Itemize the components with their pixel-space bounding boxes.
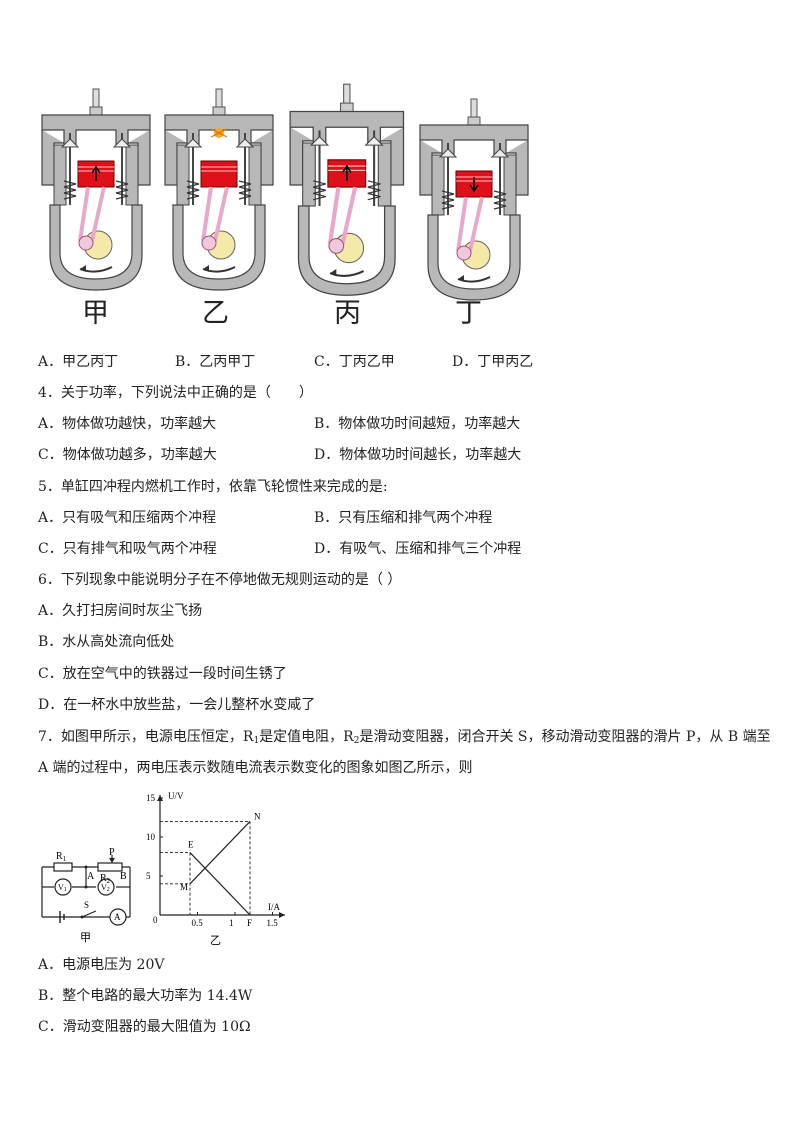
q5-option-c[interactable]: C．只有排气和吸气两个冲程 (38, 541, 217, 557)
engine-bing (290, 84, 403, 295)
q7-stem-line2: A 端的过程中，两电压表示数随电流表示数变化的图象如图乙所示，则 (38, 760, 473, 776)
engine-label-bing: 丙 (334, 298, 361, 329)
engine-label-ding: 丁 (455, 298, 482, 329)
q4-option-c[interactable]: C．物体做功越多，功率越大 (38, 447, 217, 463)
q6-option-c[interactable]: C．放在空气中的铁器过一段时间生锈了 (38, 666, 287, 682)
q4-option-d[interactable]: D．物体做功时间越长，功率越大 (314, 447, 522, 463)
ammeter-label: A (114, 912, 121, 922)
q4-option-b[interactable]: B．物体做功时间越短，功率越大 (314, 416, 521, 432)
q6-stem: 6．下列现象中能说明分子在不停地做无规则运动的是（ ） (38, 572, 402, 588)
r2-rheostat (97, 862, 123, 872)
q7-option-c[interactable]: C．滑动变阻器的最大阻值为 10Ω (38, 1019, 251, 1035)
q3-option-b[interactable]: B．乙丙甲丁 (175, 354, 256, 370)
slider-p-icon (109, 858, 115, 863)
q7-option-b[interactable]: B．整个电路的最大功率为 14.4W (38, 988, 253, 1004)
voltmeter-v1-icon (54, 878, 72, 896)
point-label-f: F (247, 918, 252, 928)
x-tick-label: 0.5 (192, 918, 204, 928)
q4-stem: 4．关于功率，下列说法中正确的是（ ） (38, 385, 313, 401)
point-label-e: E (188, 840, 194, 850)
x-tick-label: 1 (229, 918, 234, 928)
q5-stem: 5．单缸四冲程内燃机工作时，依靠飞轮惯性来完成的是: (38, 479, 388, 495)
y-tick-label: 5 (146, 871, 151, 881)
y-axis-label: U/V (168, 791, 184, 801)
x-tick-label: 1.5 (267, 918, 279, 928)
q7-option-a[interactable]: A．电源电压为 20V (38, 957, 165, 973)
engine-figure (40, 80, 530, 302)
q5-option-d[interactable]: D．有吸气、压缩和排气三个冲程 (314, 541, 522, 557)
axis-arrows-icon (157, 795, 285, 918)
q5-option-a[interactable]: A．只有吸气和压缩两个冲程 (38, 510, 217, 526)
spark-icon (210, 128, 228, 138)
q7-stem-line1: 7．如图甲所示，电源电压恒定，R1是定值电阻，R2是滑动变阻器，闭合开关 S，移… (38, 729, 771, 746)
piston-down-arrow-icon (469, 177, 479, 193)
p-label: P (109, 847, 115, 858)
v2-label: V2 (101, 883, 110, 893)
engine-yi (163, 87, 275, 292)
piston-up-arrow-icon (341, 164, 352, 181)
battery-icon (59, 911, 65, 923)
q6-option-b[interactable]: B．水从高处流向低处 (38, 634, 175, 650)
y-tick-label: 15 (146, 793, 156, 803)
graph-caption: 乙 (210, 934, 221, 947)
switch-s-icon (80, 910, 97, 919)
ui-graph: 15 10 5 0.5 1 1.5 E M N F U/V I/A 0 乙 (146, 791, 285, 947)
r1-label: R1 (56, 851, 67, 863)
s-label: S (84, 900, 89, 910)
y-tick-label: 10 (146, 832, 156, 842)
series-line-1 (189, 852, 251, 916)
series-line-2 (189, 820, 251, 885)
q6-option-a[interactable]: A．久打扫房间时灰尘飞扬 (38, 603, 203, 619)
b-label: B (120, 871, 127, 882)
q3-option-a[interactable]: A．甲乙丙丁 (38, 354, 119, 370)
r2-label: R2 (100, 873, 111, 885)
r1-resistor (53, 862, 73, 872)
a-label: A (87, 871, 95, 882)
engine-jia (40, 87, 152, 292)
origin-label: 0 (153, 915, 158, 925)
x-axis-label: I/A (268, 902, 280, 912)
q4-option-a[interactable]: A．物体做功越快，功率越大 (38, 416, 217, 432)
q5-option-b[interactable]: B．只有压缩和排气两个冲程 (314, 510, 493, 526)
q3-option-c[interactable]: C．丁丙乙甲 (314, 354, 395, 370)
engine-ding (418, 97, 530, 302)
engine-label-yi: 乙 (202, 298, 229, 329)
v1-label: V1 (58, 883, 67, 893)
ammeter-icon (109, 908, 127, 926)
point-label-n: N (254, 811, 261, 821)
point-label-m: M (180, 882, 188, 892)
engine-label-jia: 甲 (82, 298, 109, 329)
q3-option-d[interactable]: D．丁甲丙乙 (452, 354, 534, 370)
circuit-caption: 甲 (80, 932, 91, 944)
circuit-diagram: R1 R2 P A B S V1 V2 A 甲 (41, 847, 131, 944)
q6-option-d[interactable]: D．在一杯水中放些盐，一会儿整杯水变咸了 (38, 697, 316, 713)
voltmeter-v2-icon (97, 878, 115, 896)
piston-up-arrow-icon (91, 165, 101, 181)
